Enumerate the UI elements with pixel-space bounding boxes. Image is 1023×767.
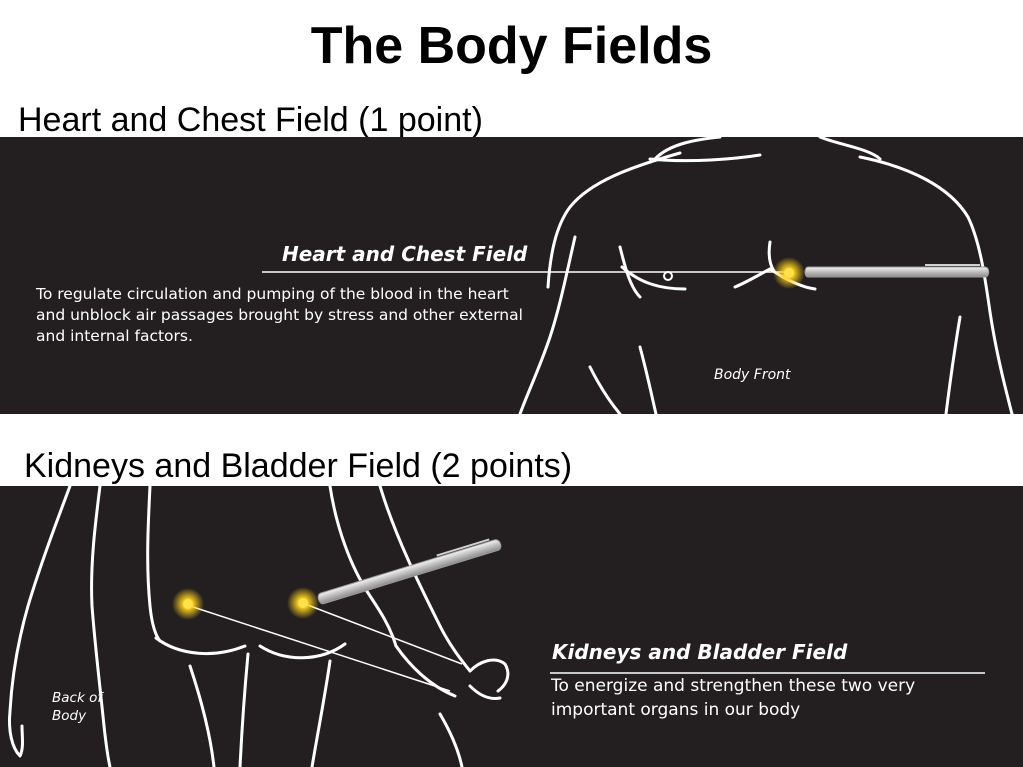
body-front-outline bbox=[262, 137, 1014, 414]
section-heading-heart-chest: Heart and Chest Field (1 point) bbox=[18, 101, 483, 139]
massage-pen-icon bbox=[804, 264, 990, 278]
body-front-label: Body Front bbox=[714, 367, 791, 383]
heart-chest-illustration-panel: Heart and Chest Field To regulate circul… bbox=[0, 137, 1023, 414]
kidneys-bladder-field-title: Kidneys and Bladder Field bbox=[552, 640, 848, 664]
heart-chest-field-title: Heart and Chest Field bbox=[282, 242, 528, 266]
kidneys-bladder-field-description: To energize and strengthen these two ver… bbox=[551, 676, 916, 720]
kidneys-bladder-illustration-panel: Kidneys and Bladder Field To energize an… bbox=[0, 486, 1023, 767]
section-heading-kidneys-bladder: Kidneys and Bladder Field (2 points) bbox=[24, 447, 573, 485]
body-back-outline bbox=[8, 486, 985, 767]
heart-chest-field-description: To regulate circulation and pumping of t… bbox=[36, 285, 523, 345]
slide-title: The Body Fields bbox=[310, 17, 713, 75]
back-of-body-label: Back of Body bbox=[52, 690, 103, 724]
massage-pen-icon bbox=[317, 538, 502, 605]
